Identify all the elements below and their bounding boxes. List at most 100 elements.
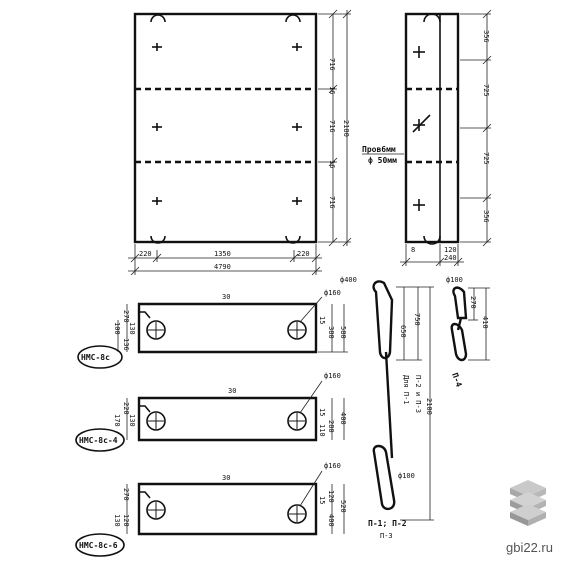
section-2-profile [137,396,318,442]
section-3-right-400: 400 [327,514,335,527]
front-dim-220-left: 220 [139,250,152,258]
loop-p1-lower-eye [372,444,396,511]
section-nms-8s: 30 ф160 270 130 100 136 15 380 580 НМС-8… [77,289,348,369]
section-3-right-520: 520 [339,500,347,513]
section-nms-8s-6: 30 ф160 270 120 130 15 120 400 520 НМС-8… [75,462,347,557]
loop-p1-label-b: П-2 и П-3 [414,375,422,413]
loop-p1-dia-bottom: ф100 [398,472,415,480]
section-3-right-dim-lines [331,484,345,534]
section-3-left-130: 130 [113,514,121,527]
front-vdim-2180: 2180 [342,120,350,137]
side-loop-bottom [423,235,441,245]
loop-p1-caption: П-1; П-2 [368,519,407,528]
loop-p4-dim-410: 410 [481,316,489,329]
section-2-left-220: 220 [122,402,130,415]
section-2-right-280: 280 [327,420,335,433]
loop-mark-top-right [285,14,301,23]
loop-p1: ф400 ф100 650 750 2100 Для П-1 П-2 и П-3… [340,276,434,540]
section-2-label: НМС-8с-4 [79,436,118,445]
loop-p4-dim-lines [468,287,490,361]
section-3-hole-left [146,500,166,520]
side-vdim-356-bottom: 356 [482,210,490,223]
loop-p1-dim-2100: 2100 [425,398,433,415]
side-dim-240: 240 [444,254,457,262]
section-1-label: НМС-8с [81,353,110,362]
section-2-dia: ф160 [324,372,341,380]
loop-p4-caption: П-4 [450,372,463,389]
section-1-right-380: 380 [327,326,335,339]
section-1-hole-right [287,320,307,340]
side-dim-8: 8 [411,246,415,254]
section-3-top-dim: 30 [222,474,230,482]
side-hdim-lines [400,244,464,267]
section-1-top-dim: 30 [222,293,230,301]
section-3-dia: ф160 [324,462,341,470]
loop-p1-upper-eye [372,280,394,360]
section-3-right-15: 15 [318,496,326,504]
section-3-left-120: 120 [122,514,130,527]
section-2-right-15: 15 [318,408,326,416]
loop-mark-bottom-left [150,235,166,244]
section-1-left-100: 100 [113,322,121,335]
loop-p4: ф100 270 410 П-4 [446,276,490,388]
side-vdim-725-a: 725 [482,84,490,97]
side-vdim-725-b: 725 [482,152,490,165]
section-1-left-270: 270 [122,310,130,323]
side-loop-top [423,13,441,23]
section-3-groove [139,491,151,499]
section-3-label: НМС-8с-6 [79,541,118,550]
side-note-line2: ф 50мм [368,156,397,165]
side-dim-120: 120 [444,246,457,254]
section-1-dia: ф160 [324,289,341,297]
side-vdim-lines [460,9,492,247]
section-2-left-170: 170 [113,414,121,427]
loop-p1-dim-650: 650 [399,325,407,338]
section-2-hole-right [287,411,307,431]
section-1-left-130: 130 [128,322,136,335]
side-view: 8 120 240 356 725 725 356 [400,9,492,267]
section-3-label-ellipse [75,533,125,557]
front-vdim-716-c: 716 [328,196,336,209]
section-1-groove [139,311,151,319]
section-1-label-ellipse [77,345,123,369]
side-pins [412,46,431,211]
section-3-right-120: 120 [327,490,335,503]
front-dim-lines [128,244,322,276]
side-view-outline [404,12,460,244]
section-1-right-15: 15 [318,316,326,324]
loop-p1-dia-top: ф400 [340,276,357,284]
loop-p1-dim-lines [396,286,434,521]
watermark-logo [510,480,546,526]
section-3-hole-right [287,504,307,524]
loop-mark-top-left [150,14,166,23]
section-2-hole-left [146,411,166,431]
section-1-right-580: 580 [339,326,347,339]
section-1-profile [137,302,318,354]
section-2-left-130: 130 [128,414,136,427]
section-1-left-136: 136 [122,338,130,351]
loop-p4-dim-270: 270 [469,296,477,309]
loop-p4-upper-eye [452,286,468,320]
front-view-outline [133,12,318,244]
loop-p1-caption2: П-3 [380,532,393,540]
front-dim-220-right: 220 [297,250,310,258]
loop-p1-label-a: Для П-1 [402,375,410,405]
loop-p1-shank [384,351,394,459]
side-vdim-356-top: 356 [482,30,490,43]
front-vdim-lines [318,9,352,247]
section-1-hole-left [146,320,166,340]
section-2-label-ellipse [75,428,125,452]
section-3-profile [137,482,318,536]
front-dim-4790: 4790 [214,263,231,271]
front-vdim-16-b: 16 [328,160,336,168]
pin-marks [152,43,302,205]
front-vdim-716-b: 716 [328,120,336,133]
section-1-right-dim-lines [318,304,348,353]
section-2-right-110: 110 [318,424,326,437]
front-vdim-16-a: 16 [328,86,336,94]
front-vdim-716-a: 716 [328,58,336,71]
loop-p4-dia: ф100 [446,276,463,284]
loop-mark-bottom-right [285,235,301,244]
section-2-right-dim-lines [331,398,345,440]
